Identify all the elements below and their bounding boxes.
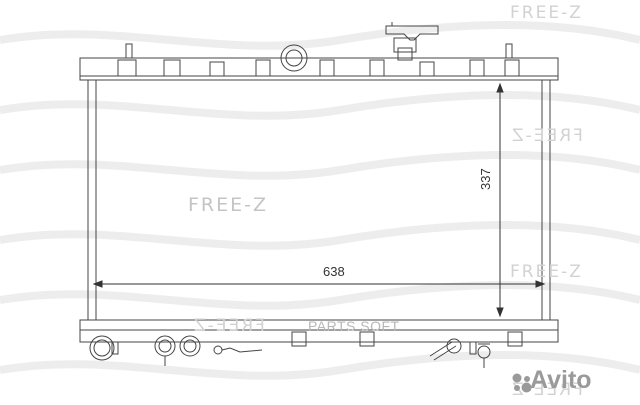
brand-watermark-right: FREE-Z <box>510 262 583 282</box>
width-dimension-line <box>92 280 546 288</box>
bottom-tank <box>79 319 559 343</box>
avito-dot-2 <box>524 376 530 382</box>
top-tank <box>79 57 559 81</box>
bottom-tank-ribs <box>291 331 523 347</box>
inlet-pipe <box>280 44 308 72</box>
avito-dot-3 <box>514 385 520 391</box>
brand-watermark-mirrored-bottom-left: FREE-Z <box>192 316 265 336</box>
filler-cap <box>385 22 439 61</box>
avito-watermark: Avito <box>530 366 592 394</box>
outlet-pipe <box>89 335 115 361</box>
brand-watermark-center: FREE-Z <box>188 194 269 216</box>
sensor-wire <box>213 345 263 355</box>
drain-pipe <box>429 338 462 361</box>
transmission-cooler-fitting-right <box>179 335 201 357</box>
height-dimension-label: 337 <box>478 168 493 190</box>
top-mount-peg-right <box>505 43 513 59</box>
avito-dot-4 <box>521 382 532 393</box>
transmission-cooler-fitting-left <box>154 335 176 366</box>
drain-plug <box>477 343 491 368</box>
brand-watermark-top: FREE-Z <box>510 3 583 23</box>
brand-watermark-mirrored-right: FREE-Z <box>510 126 583 146</box>
height-dimension-line <box>496 82 504 318</box>
bottom-mount-peg-left <box>111 341 119 355</box>
background-wave-lines <box>0 21 640 380</box>
top-mount-peg-left <box>125 43 133 59</box>
bottom-mount-peg-right <box>469 341 477 355</box>
avito-dot-1 <box>512 373 522 383</box>
parts-soft-watermark: PARTS SOFT <box>308 318 400 334</box>
top-tank-ribs <box>117 59 520 77</box>
width-dimension-label: 638 <box>323 264 345 279</box>
avito-logo-icon <box>512 373 532 393</box>
